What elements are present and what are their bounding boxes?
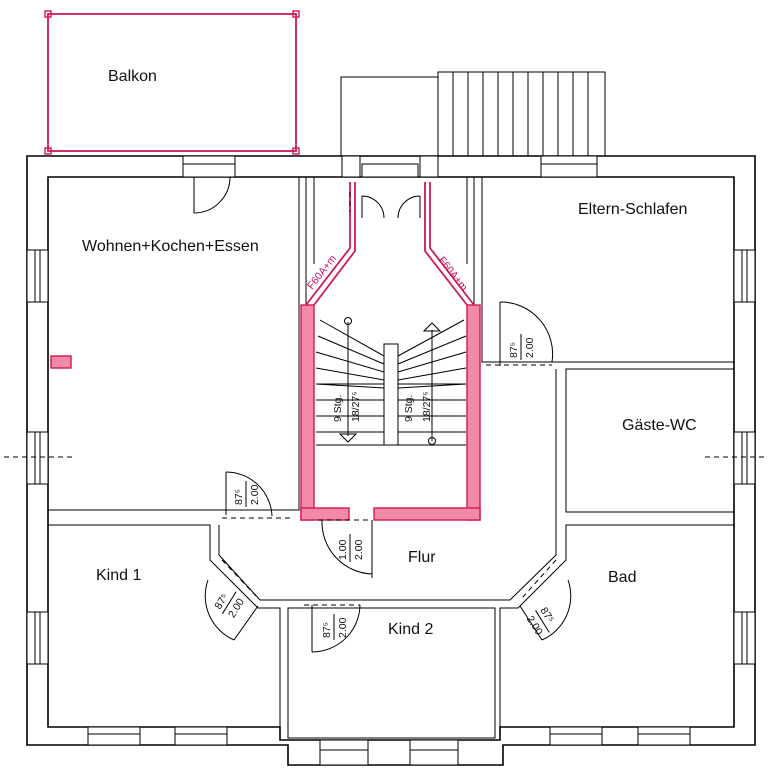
doors [193, 176, 572, 653]
room-label-kind1: Kind 1 [96, 567, 141, 584]
room-label-bad: Bad [608, 569, 636, 586]
stair-right-rise: 18/27⁵ [421, 391, 433, 422]
entrance-canopy [340, 71, 606, 157]
door-dim-flur-height: 2.00 [353, 539, 365, 560]
staircase [315, 317, 467, 446]
room-label-eltern: Eltern-Schlafen [578, 201, 687, 218]
door-dim-flur: 1.00 2.00 [337, 534, 365, 562]
room-label-gaeste-wc: Gäste-WC [622, 417, 697, 434]
room-label-kind2: Kind 2 [388, 621, 433, 638]
room-label-balkon: Balkon [108, 68, 157, 85]
door-dim-eltern-width: 87⁵ [508, 342, 520, 358]
door-dim-kind1: 87⁵ 2.00 [212, 591, 247, 620]
door-dim-flur-width: 1.00 [337, 539, 349, 560]
fire-label-left: F60A+m [305, 253, 339, 292]
door-dim-kind2-width: 87⁵ [321, 622, 333, 638]
door-dim-kind2: 87⁵ 2.00 [321, 614, 349, 640]
balcony [44, 10, 300, 155]
door-dim-eltern-height: 2.00 [524, 337, 536, 358]
door-dim-wohnen: 87⁵ 2.00 [233, 481, 261, 507]
door-dim-wohnen-width: 87⁵ [233, 489, 245, 505]
interior-walls [47, 176, 735, 739]
windows [26, 155, 756, 766]
stair-right-steps: 9 Stg. [403, 395, 415, 422]
door-dim-kind2-height: 2.00 [337, 617, 349, 638]
door-dim-bad: 87⁵ 2.00 [524, 605, 556, 637]
stair-left-rise: 18/27⁵ [350, 391, 362, 422]
door-dim-wohnen-height: 2.00 [249, 484, 261, 505]
stair-left-steps: 9 Stg. [332, 395, 344, 422]
room-label-wohnen: Wohnen+Kochen+Essen [82, 238, 259, 255]
fire-walls [50, 182, 481, 521]
door-dim-eltern: 87⁵ 2.00 [508, 334, 536, 360]
room-label-flur: Flur [408, 549, 436, 566]
